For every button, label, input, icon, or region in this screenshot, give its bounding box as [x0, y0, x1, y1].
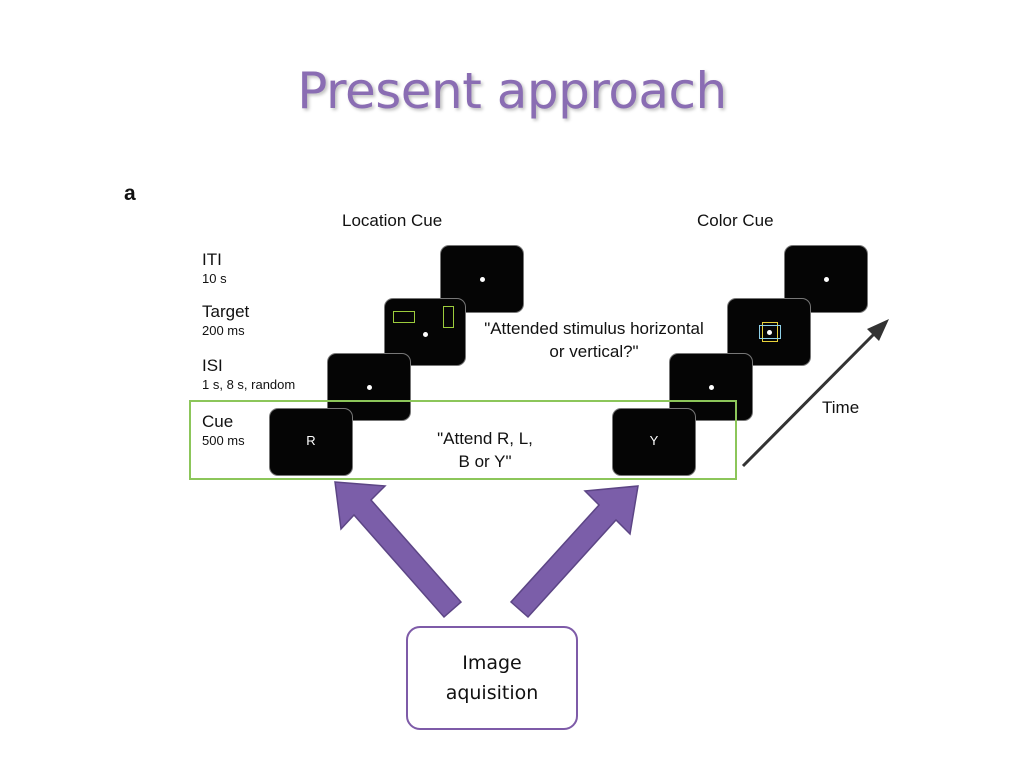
fixation-dot — [824, 277, 829, 282]
row-label-isi: ISI 1 s, 8 s, random — [202, 357, 295, 393]
location-cue-label: Location Cue — [342, 211, 443, 230]
attend-line-1: "Attend R, L, — [437, 429, 533, 448]
time-arrow-line — [741, 330, 878, 468]
time-label: Time — [822, 398, 860, 417]
fixation-dot — [709, 385, 714, 390]
acq-line-1: Image — [462, 652, 522, 674]
horizontal-target-rect — [393, 311, 415, 323]
slide-title: Present approach — [297, 62, 727, 120]
fixation-dot — [367, 385, 372, 390]
row-label-cue: Cue 500 ms — [202, 413, 245, 449]
row-name: Cue — [202, 412, 234, 431]
blue-target-rect — [759, 325, 781, 339]
fixation-dot — [423, 332, 428, 337]
panel-letter: a — [124, 182, 136, 205]
question-line-2: or vertical?" — [549, 342, 639, 361]
acq-line-2: aquisition — [445, 682, 539, 704]
color-cue-screen: Y — [613, 409, 695, 475]
image-acquisition-box: Image aquisition — [406, 626, 578, 730]
color-cue-label: Color Cue — [697, 211, 774, 230]
row-label-iti: ITI 10 s — [202, 251, 227, 287]
row-duration: 1 s, 8 s, random — [202, 377, 296, 392]
time-arrow-head — [867, 319, 889, 341]
cue-highlight-box — [189, 400, 737, 480]
purple-arrow-left — [334, 481, 463, 619]
question-quote: "Attended stimulus horizontal or vertica… — [470, 317, 718, 363]
cue-letter-y: Y — [649, 433, 659, 448]
row-duration: 200 ms — [202, 323, 245, 338]
row-name: ISI — [202, 356, 223, 375]
cue-letter-r: R — [306, 433, 316, 448]
purple-arrow-right — [509, 485, 639, 619]
yellow-target-rect — [762, 322, 778, 342]
row-name: Target — [202, 302, 250, 321]
row-name: ITI — [202, 250, 222, 269]
row-duration: 500 ms — [202, 433, 245, 448]
row-duration: 10 s — [202, 271, 227, 286]
question-line-1: "Attended stimulus horizontal — [484, 319, 704, 338]
attend-quote: "Attend R, L, B or Y" — [420, 427, 550, 473]
location-cue-screen: R — [270, 409, 352, 475]
row-label-target: Target 200 ms — [202, 303, 249, 339]
fixation-dot — [480, 277, 485, 282]
fixation-dot — [767, 330, 772, 335]
attend-line-2: B or Y" — [458, 452, 512, 471]
vertical-target-rect — [443, 306, 454, 328]
